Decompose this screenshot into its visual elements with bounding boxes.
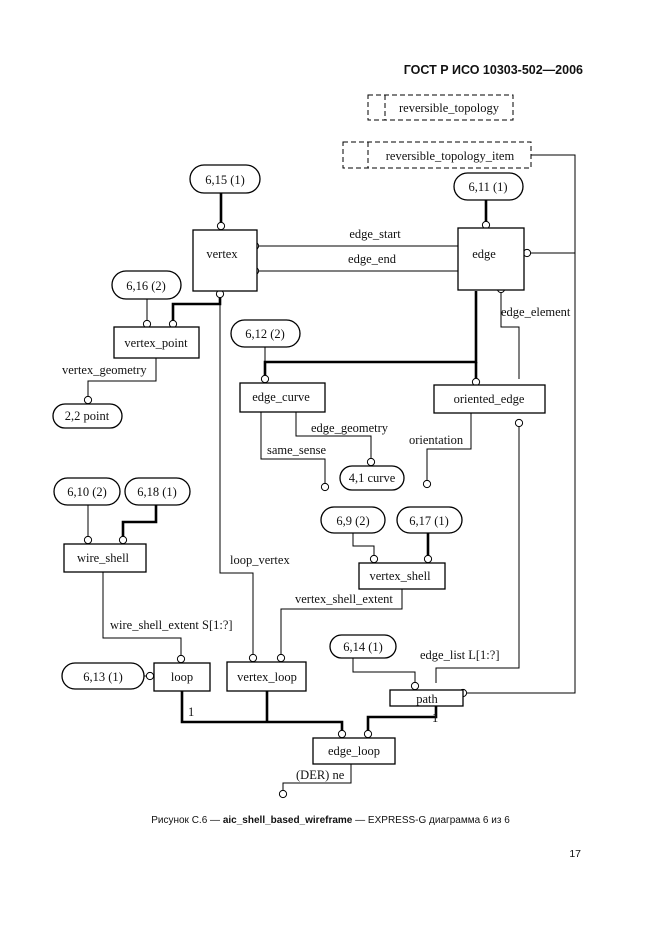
page-ref-6-13: 6,13 (1) <box>61 662 145 690</box>
label-edge-start: edge_start <box>349 227 401 241</box>
svg-text:vertex: vertex <box>206 247 238 261</box>
entity-vertex-loop: vertex_loop <box>226 661 307 692</box>
svg-text:6,14 (1): 6,14 (1) <box>343 640 383 654</box>
svg-text:vertex_loop: vertex_loop <box>237 670 297 684</box>
svg-text:reversible_topology_item: reversible_topology_item <box>386 149 515 163</box>
svg-text:wire_shell: wire_shell <box>77 551 130 565</box>
entity-vertex-shell: vertex_shell <box>358 562 446 590</box>
svg-text:6,17 (1): 6,17 (1) <box>409 514 449 528</box>
page-ref-4-1-curve: 4,1 curve <box>339 465 405 491</box>
entity-path: path <box>389 689 464 707</box>
page-ref-2-2-point: 2,2 point <box>52 403 123 429</box>
entity-edge: edge <box>457 227 525 291</box>
svg-text:edge: edge <box>472 247 496 261</box>
caption-schema-name: aic_shell_based_wireframe <box>222 815 353 826</box>
label-edge-end: edge_end <box>348 252 397 266</box>
label-cardinality-1-left: 1 <box>188 705 194 719</box>
svg-text:6,13 (1): 6,13 (1) <box>83 670 123 684</box>
label-edge-geometry: edge_geometry <box>311 421 389 435</box>
label-orientation: orientation <box>409 433 464 447</box>
svg-text:loop: loop <box>171 670 193 684</box>
label-same-sense: same_sense <box>267 443 326 457</box>
page-ref-6-18: 6,18 (1) <box>124 477 191 506</box>
page-ref-6-15: 6,15 (1) <box>189 164 261 194</box>
entity-vertex: vertex <box>192 229 258 292</box>
entity-reversible-topology: reversible_topology <box>367 94 514 121</box>
entity-vertex-point: vertex_point <box>113 326 200 359</box>
label-vertex-geometry: vertex_geometry <box>62 363 147 377</box>
svg-text:edge_curve: edge_curve <box>252 390 310 404</box>
svg-text:6,12 (2): 6,12 (2) <box>245 327 285 341</box>
page-ref-6-17: 6,17 (1) <box>396 506 463 534</box>
page-ref-6-9: 6,9 (2) <box>320 506 386 534</box>
svg-text:vertex_point: vertex_point <box>124 336 188 350</box>
label-wire-shell-extent: wire_shell_extent S[1:?] <box>110 618 233 632</box>
svg-text:path: path <box>416 692 438 706</box>
document-header: ГОСТ Р ИСО 10303-502—2006 <box>403 63 583 77</box>
relationship-lines <box>87 154 576 791</box>
page-ref-6-11: 6,11 (1) <box>453 172 524 201</box>
svg-text:oriented_edge: oriented_edge <box>454 392 525 406</box>
relationship-circles <box>83 220 532 799</box>
svg-text:2,2 point: 2,2 point <box>65 409 110 423</box>
svg-text:6,18 (1): 6,18 (1) <box>137 485 177 499</box>
svg-text:6,16 (2): 6,16 (2) <box>126 279 166 293</box>
entity-edge-loop: edge_loop <box>312 737 396 765</box>
label-cardinality-1-right: 1 <box>432 711 438 725</box>
label-der-ne: (DER) ne <box>296 768 345 782</box>
entity-oriented-edge: oriented_edge <box>433 384 546 414</box>
entity-reversible-topology-item: reversible_topology_item <box>342 141 532 169</box>
label-loop-vertex: loop_vertex <box>230 553 290 567</box>
svg-text:6,10 (2): 6,10 (2) <box>67 485 107 499</box>
label-vertex-shell-extent: vertex_shell_extent <box>295 592 393 606</box>
svg-text:reversible_topology: reversible_topology <box>399 101 500 115</box>
page-number: 17 <box>569 848 581 860</box>
page-ref-6-10: 6,10 (2) <box>53 477 121 506</box>
entity-wire-shell: wire_shell <box>63 543 147 573</box>
attribute-labels: edge_start edge_end edge_element vertex_… <box>62 227 571 782</box>
svg-text:4,1 curve: 4,1 curve <box>349 471 396 485</box>
label-edge-element: edge_element <box>501 305 571 319</box>
figure-caption: Рисунок С.6 — aic_shell_based_wireframe … <box>151 815 510 826</box>
page-ref-6-14: 6,14 (1) <box>329 634 397 659</box>
page-ref-6-16: 6,16 (2) <box>111 270 182 300</box>
svg-text:6,9 (2): 6,9 (2) <box>336 514 369 528</box>
svg-text:vertex_shell: vertex_shell <box>369 569 431 583</box>
entity-loop: loop <box>153 662 211 692</box>
svg-text:6,11 (1): 6,11 (1) <box>468 180 507 194</box>
svg-text:6,15 (1): 6,15 (1) <box>205 173 245 187</box>
page-ref-6-12: 6,12 (2) <box>230 319 301 348</box>
label-edge-list: edge_list L[1:?] <box>420 648 500 662</box>
entity-edge-curve: edge_curve <box>239 382 326 413</box>
svg-text:edge_loop: edge_loop <box>328 744 380 758</box>
